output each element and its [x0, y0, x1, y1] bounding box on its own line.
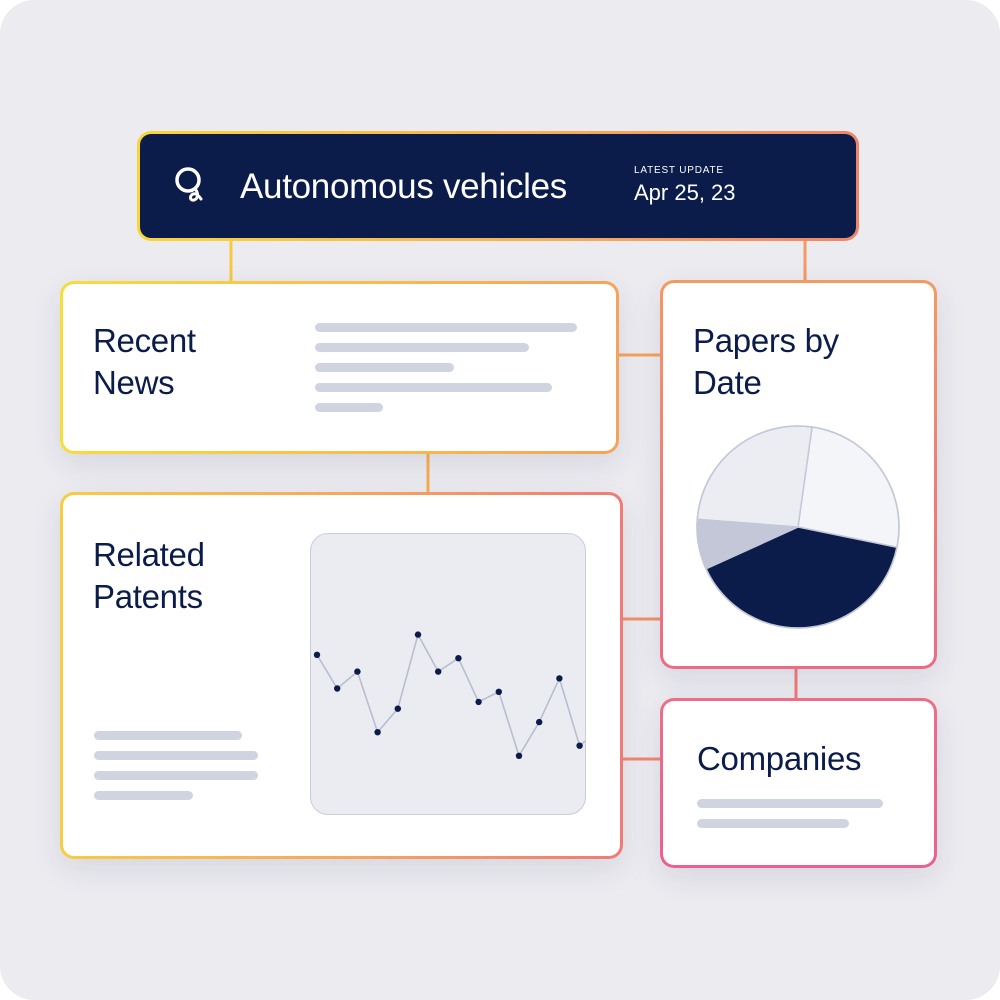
news-line-4 — [315, 383, 552, 392]
line-chart-panel — [310, 533, 586, 815]
search-icon — [175, 167, 203, 202]
series-line — [316, 632, 585, 758]
pie-chart — [696, 425, 900, 629]
companies-line-2 — [697, 819, 849, 828]
data-point-13 — [556, 675, 563, 682]
patents-line-2 — [94, 751, 258, 760]
topic-title: Autonomous vehicles — [240, 167, 567, 206]
news-line-5 — [315, 403, 383, 412]
pie-slice-4 — [696, 425, 813, 528]
related-patents-card[interactable]: Related Patents — [60, 492, 623, 859]
companies-title: Companies — [697, 740, 862, 777]
papers-by-date-card[interactable]: Papers by Date — [660, 280, 937, 669]
data-point-1 — [313, 651, 321, 658]
data-point-11 — [515, 752, 523, 759]
papers-by-date-title: Papers by Date — [693, 322, 839, 401]
latest-update-label: LATEST UPDATE — [634, 165, 724, 176]
data-point-10 — [495, 688, 502, 695]
pie-slice-1 — [797, 426, 900, 549]
line-chart — [313, 631, 585, 759]
news-line-3 — [315, 363, 454, 372]
news-line-1 — [315, 323, 577, 332]
data-point-7 — [435, 668, 442, 675]
data-point-6 — [414, 631, 422, 638]
patents-line-4 — [94, 791, 193, 800]
recent-news-title: Recent News — [93, 322, 196, 401]
latest-update-date: Apr 25, 23 — [634, 180, 736, 205]
companies-line-1 — [697, 799, 883, 808]
data-point-14 — [576, 742, 583, 749]
topic-header[interactable]: Autonomous vehicles LATEST UPDATE Apr 25… — [137, 131, 859, 241]
recent-news-card[interactable]: Recent News — [60, 281, 619, 454]
pie-outline — [696, 425, 900, 629]
data-point-2 — [334, 685, 341, 692]
data-point-4 — [374, 729, 381, 736]
data-point-3 — [354, 668, 361, 675]
data-point-9 — [475, 698, 482, 706]
news-line-2 — [315, 343, 529, 352]
patents-line-1 — [94, 731, 242, 740]
data-point-5 — [394, 705, 401, 712]
patents-line-3 — [94, 771, 258, 780]
companies-card[interactable]: Companies — [660, 698, 937, 868]
data-point-8 — [455, 655, 462, 662]
related-patents-title: Related Patents — [93, 536, 205, 615]
data-point-12 — [536, 718, 543, 726]
